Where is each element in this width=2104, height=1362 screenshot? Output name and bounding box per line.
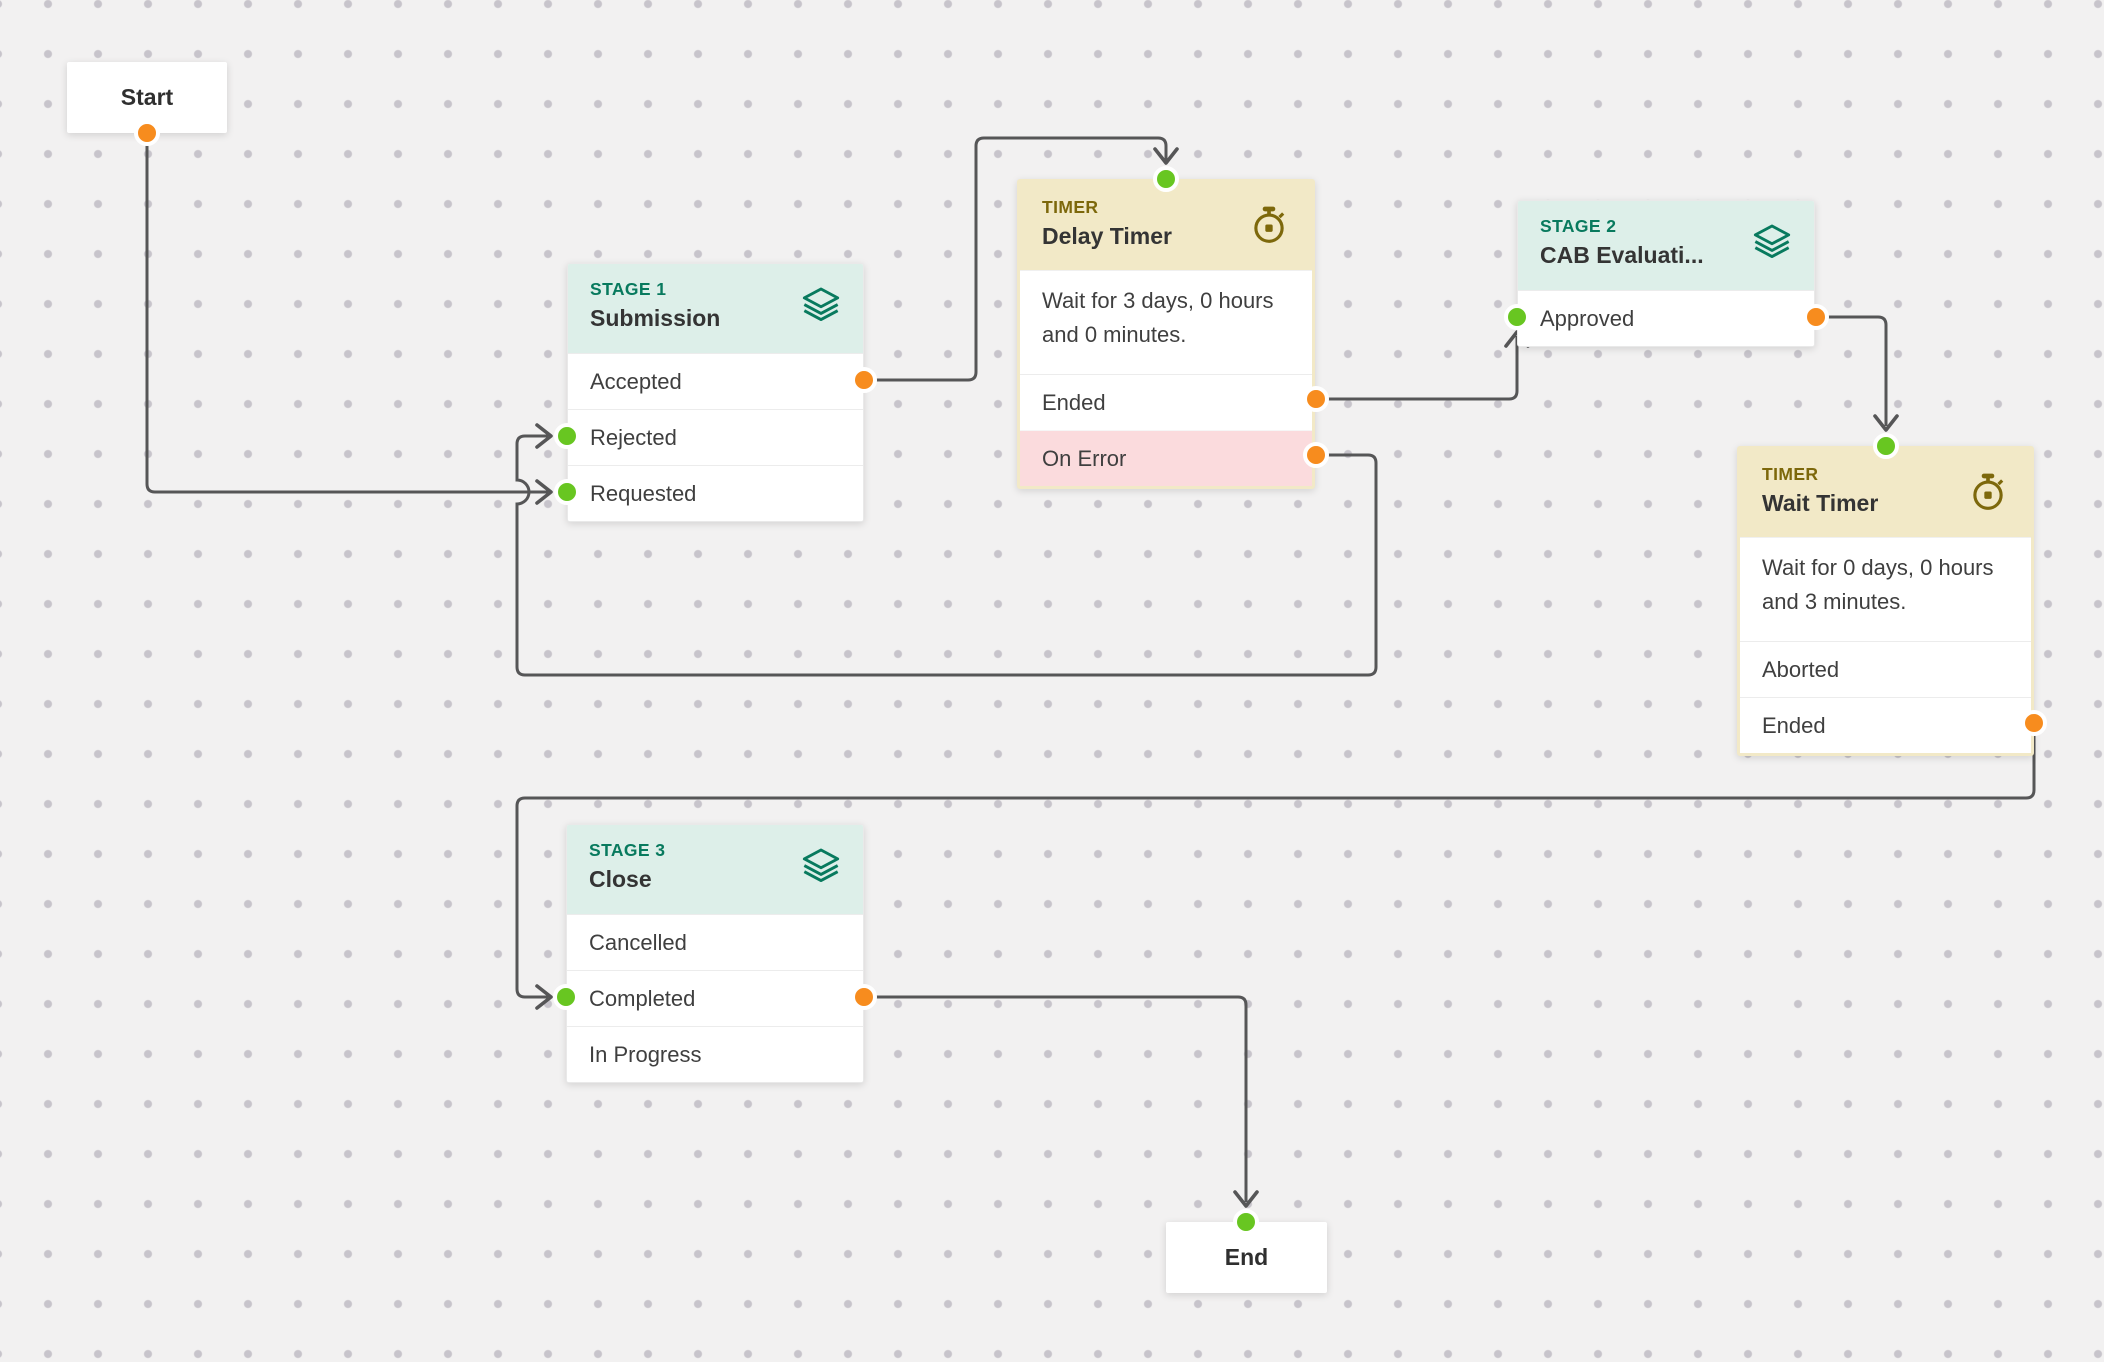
- timer-badge: TIMER: [1762, 464, 1819, 484]
- node-delay-timer[interactable]: TIMER Delay Timer Wait for 3 days, 0 hour…: [1017, 179, 1315, 489]
- edge-delay-onerror-to-stage1-rejected[interactable]: [515, 434, 1378, 677]
- timer-badge: TIMER: [1042, 197, 1099, 217]
- port-stage-1-accepted-output[interactable]: [851, 367, 877, 393]
- outcome-row-in-progress[interactable]: In Progress: [567, 1026, 863, 1082]
- node-delay-timer-description: Wait for 3 days, 0 hours and 0 minutes.: [1020, 270, 1312, 374]
- edge-stage1-accepted-to-delay-timer[interactable]: [864, 136, 1168, 382]
- edge-delay-ended-to-stage2-approved[interactable]: [1316, 336, 1519, 401]
- node-title: Wait Timer: [1762, 490, 1879, 516]
- port-wait-timer-input[interactable]: [1873, 433, 1899, 459]
- edge-stage3-completed-to-end[interactable]: [864, 995, 1248, 1202]
- outcome-row-accepted[interactable]: Accepted: [568, 353, 863, 409]
- outcome-row-aborted[interactable]: Aborted: [1740, 641, 2031, 697]
- node-stage-2-header: STAGE 2 CAB Evaluati...: [1518, 201, 1814, 290]
- node-start-label: Start: [120, 84, 174, 110]
- outcome-row-ended[interactable]: Ended: [1020, 374, 1312, 430]
- node-end-label: End: [1224, 1244, 1269, 1270]
- edge-wait-ended-to-stage3-completed-arrowhead-icon: [535, 984, 553, 1010]
- layers-icon: [1753, 224, 1791, 258]
- edge-stage2-approved-to-wait-timer[interactable]: [1816, 315, 1888, 426]
- stopwatch-icon: [1254, 206, 1285, 243]
- edge-wait-ended-to-stage3-completed[interactable]: [515, 723, 2036, 999]
- outcome-row-ended[interactable]: Ended: [1740, 697, 2031, 753]
- outcome-row-rejected[interactable]: Rejected: [568, 409, 863, 465]
- port-stage-1-rejected-input[interactable]: [554, 423, 580, 449]
- node-stage-3-header: STAGE 3 Close: [567, 825, 863, 914]
- layers-icon: [802, 287, 840, 321]
- outcome-row-on-error[interactable]: On Error: [1020, 430, 1312, 486]
- port-stage-3-completed-output[interactable]: [851, 984, 877, 1010]
- node-stage-2[interactable]: STAGE 2 CAB Evaluati... Approved: [1517, 200, 1815, 347]
- stage-badge: STAGE 1: [590, 279, 667, 299]
- stopwatch-icon: [1973, 473, 2004, 510]
- node-title: Submission: [590, 305, 721, 331]
- port-delay-timer-input[interactable]: [1153, 166, 1179, 192]
- edge-stage3-completed-to-end-arrowhead-icon: [1233, 1190, 1259, 1208]
- port-stage-3-completed-input[interactable]: [553, 984, 579, 1010]
- edge-stage1-accepted-to-delay-timer-arrowhead-icon: [1153, 147, 1179, 165]
- node-title: Close: [589, 866, 652, 892]
- node-wait-timer-description: Wait for 0 days, 0 hours and 3 minutes.: [1740, 537, 2031, 641]
- edge-start-to-stage1-requested[interactable]: [145, 133, 548, 494]
- node-wait-timer[interactable]: TIMER Wait Timer Wait for 0 days, 0 hours…: [1737, 446, 2034, 756]
- outcome-row-cancelled[interactable]: Cancelled: [567, 914, 863, 970]
- port-stage-1-requested-input[interactable]: [554, 479, 580, 505]
- node-delay-timer-header: TIMER Delay Timer: [1020, 182, 1312, 270]
- port-delay-timer-onerror-output[interactable]: [1303, 442, 1329, 468]
- node-title: CAB Evaluati...: [1540, 242, 1704, 268]
- port-end-input[interactable]: [1233, 1209, 1259, 1235]
- edge-start-to-stage1-requested-arrowhead-icon: [535, 479, 553, 505]
- port-start-output[interactable]: [134, 120, 160, 146]
- node-wait-timer-header: TIMER Wait Timer: [1740, 449, 2031, 537]
- outcome-rows: Approved: [1518, 290, 1814, 346]
- outcome-row-approved[interactable]: Approved: [1518, 290, 1814, 346]
- port-stage-2-approved-input[interactable]: [1504, 304, 1530, 330]
- stage-badge: STAGE 3: [589, 840, 666, 860]
- port-wait-timer-ended-output[interactable]: [2021, 710, 2047, 736]
- node-stage-1-header: STAGE 1 Submission: [568, 264, 863, 353]
- node-title: Delay Timer: [1042, 223, 1172, 249]
- port-stage-2-approved-output[interactable]: [1803, 304, 1829, 330]
- outcome-row-requested[interactable]: Requested: [568, 465, 863, 521]
- outcome-row-completed[interactable]: Completed: [567, 970, 863, 1026]
- port-delay-timer-ended-output[interactable]: [1303, 386, 1329, 412]
- edge-stage2-approved-to-wait-timer-arrowhead-icon: [1873, 414, 1899, 432]
- layers-icon: [802, 848, 840, 882]
- stage-badge: STAGE 2: [1540, 216, 1617, 236]
- edge-delay-onerror-to-stage1-rejected-arrowhead-icon: [535, 423, 553, 449]
